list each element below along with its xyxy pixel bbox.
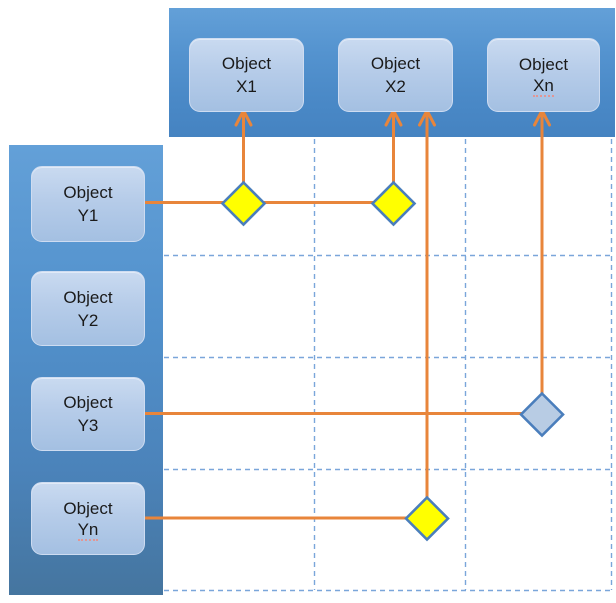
node-object-xn: Object Xn <box>487 38 600 112</box>
diamond-y1-x2 <box>370 180 417 227</box>
node-object-y2-label-line1: Object <box>63 287 113 307</box>
grid-lines <box>164 139 613 592</box>
node-object-yn-label-line2: Yn <box>77 519 99 541</box>
node-object-yn-label-line1: Object <box>63 498 113 518</box>
node-object-x1-label-line1: Object <box>221 54 272 73</box>
node-object-y3-label-line1: Object <box>63 393 113 412</box>
diamond-y3-xn <box>519 391 565 438</box>
node-object-xn-label-line1: Object <box>518 55 569 74</box>
node-object-y1-label-line2: Y1 <box>77 206 99 225</box>
diamond-y1-x1 <box>220 180 267 227</box>
node-object-x1: Object X1 <box>189 38 304 112</box>
node-object-y2-label-line2: Y2 <box>77 310 99 330</box>
node-object-x2-label-line1: Object <box>370 54 421 73</box>
node-object-y1: Object Y1 <box>31 166 145 242</box>
node-object-x2: Object X2 <box>338 38 453 112</box>
connector-lines <box>143 112 544 520</box>
node-object-y2: Object Y2 <box>31 271 145 346</box>
diamond-yn-x2 <box>404 495 450 542</box>
diamond-markers <box>220 180 565 542</box>
node-object-y1-label-line1: Object <box>63 183 113 202</box>
node-object-yn: Object Yn <box>31 482 145 555</box>
node-object-x2-label-line2: X2 <box>385 77 406 96</box>
node-object-x1-label-line2: X1 <box>236 77 257 96</box>
node-object-xn-label-line2: Xn <box>533 76 554 97</box>
node-object-y3: Object Y3 <box>31 377 145 451</box>
node-object-y3-label-line2: Y3 <box>77 416 99 435</box>
